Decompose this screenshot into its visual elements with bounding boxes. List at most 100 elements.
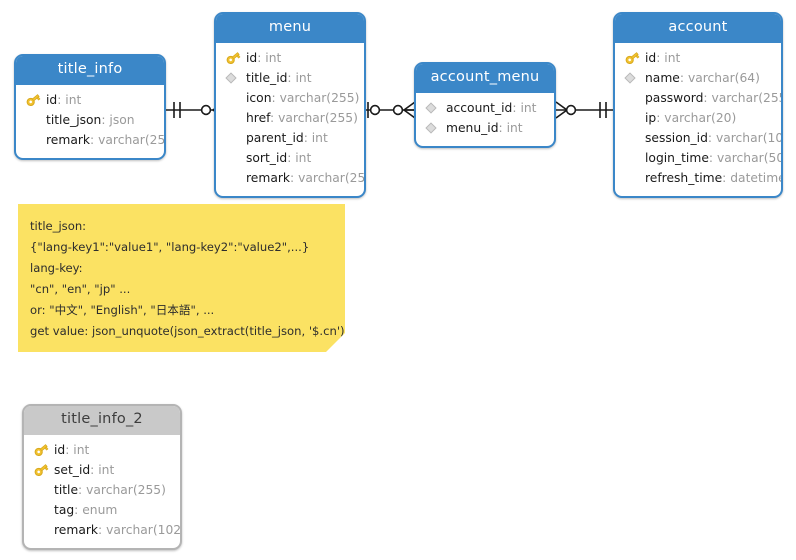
note-fold-corner xyxy=(326,333,345,352)
attribute-name: title xyxy=(54,482,79,497)
entity-account[interactable]: account id: int name: varchar(64) passwo… xyxy=(613,12,783,198)
attribute-name: remark xyxy=(246,170,291,185)
attribute-name: remark xyxy=(54,522,99,537)
attribute-type: int xyxy=(311,130,328,145)
attribute-name: id xyxy=(54,442,66,457)
attribute-type: json xyxy=(109,112,135,127)
attribute-type: int xyxy=(98,462,115,477)
attribute-row: sort_id: int xyxy=(246,150,312,165)
attribute-type: enum xyxy=(82,502,118,517)
attribute-row: login_time: varchar(50) xyxy=(623,148,781,168)
attribute-row: remark: varchar(255) xyxy=(224,168,364,188)
attribute-type: int xyxy=(664,50,681,65)
key-icon xyxy=(24,90,42,110)
key-icon xyxy=(32,440,50,460)
attribute-name: sort_id xyxy=(246,150,288,165)
attribute-type: int xyxy=(65,92,82,107)
attribute-name: remark xyxy=(46,132,91,147)
note-line: "cn", "en", "jp" ... xyxy=(30,282,131,296)
attribute-name: id xyxy=(246,50,258,65)
attribute-name: icon xyxy=(246,90,272,105)
attribute-row: title: varchar(255) xyxy=(54,482,166,497)
attribute-row: session_id: varchar(100) xyxy=(623,128,781,148)
attribute-row: set_id: int xyxy=(32,460,172,480)
attribute-name: login_time xyxy=(645,150,709,165)
attribute-type: varchar(100) xyxy=(715,130,783,145)
attribute-name: href xyxy=(246,110,271,125)
attribute-type: varchar(255) xyxy=(86,482,166,497)
attribute-type: varchar(20) xyxy=(664,110,737,125)
attribute-name: password xyxy=(645,90,704,105)
diamond-icon xyxy=(424,118,442,138)
attribute-row: ip: varchar(20) xyxy=(645,110,737,125)
attribute-name: set_id xyxy=(54,462,91,477)
attribute-type: varchar(255) xyxy=(298,170,366,185)
entity-menu[interactable]: menu id: int title_id: int icon: varchar… xyxy=(214,12,366,198)
attribute-row: id: int xyxy=(224,48,356,68)
attribute-name: tag xyxy=(54,502,75,517)
attribute-name: ip xyxy=(645,110,657,125)
attribute-row: refresh_time: datetime xyxy=(623,168,781,188)
attribute-row: id: int xyxy=(623,48,773,68)
attribute-row: name: varchar(64) xyxy=(623,68,773,88)
attribute-name: refresh_time xyxy=(645,170,723,185)
attribute-name: session_id xyxy=(645,130,708,145)
attribute-row: title_id: int xyxy=(224,68,356,88)
entity-title_info_2-attributes: id: int set_id: int title: varchar(255) … xyxy=(24,435,180,548)
key-icon xyxy=(623,48,641,68)
attribute-name: title_json xyxy=(46,112,102,127)
entity-title_info_2[interactable]: title_info_2 id: int set_id: int title: … xyxy=(22,404,182,550)
attribute-type: int xyxy=(506,120,523,135)
attribute-row: title_json: json xyxy=(46,112,135,127)
entity-account-attributes: id: int name: varchar(64) password: varc… xyxy=(615,43,781,196)
entity-account_menu[interactable]: account_menu account_id: int menu_id: in… xyxy=(414,62,556,148)
diamond-icon xyxy=(424,98,442,118)
relationship-menu-account_menu[interactable] xyxy=(365,99,416,121)
note-line: title_json: xyxy=(30,219,87,233)
attribute-name: id xyxy=(645,50,657,65)
entity-title_info_2-title: title_info_2 xyxy=(24,406,180,435)
attribute-type: int xyxy=(520,100,537,115)
attribute-row: account_id: int xyxy=(424,98,546,118)
attribute-name: name xyxy=(645,70,680,85)
note-line: or: "中文", "English", "日本語", ... xyxy=(30,303,215,317)
attribute-name: account_id xyxy=(446,100,513,115)
attribute-row: remark: varchar(255) xyxy=(24,130,164,150)
attribute-type: varchar(1024) xyxy=(106,522,182,537)
attribute-row: href: varchar(255) xyxy=(246,110,358,125)
entity-title_info[interactable]: title_info id: int title_json: json rema… xyxy=(14,54,166,160)
attribute-name: title_id xyxy=(246,70,288,85)
attribute-type: varchar(255) xyxy=(711,90,781,105)
attribute-name: id xyxy=(46,92,58,107)
attribute-type: varchar(64) xyxy=(687,70,760,85)
attribute-type: varchar(255) xyxy=(98,132,166,147)
note-line: {"lang-key1":"value1", "lang-key2":"valu… xyxy=(30,240,310,254)
entity-menu-attributes: id: int title_id: int icon: varchar(255)… xyxy=(216,43,364,196)
relationship-account_menu-account[interactable] xyxy=(555,99,614,121)
attribute-type: datetime xyxy=(730,170,783,185)
note-line: get value: json_unquote(json_extract(tit… xyxy=(30,324,345,338)
attribute-row: parent_id: int xyxy=(246,130,328,145)
note-title_json[interactable]: title_json: {"lang-key1":"value1", "lang… xyxy=(18,204,345,352)
attribute-type: int xyxy=(73,442,90,457)
entity-account_menu-attributes: account_id: int menu_id: int xyxy=(416,93,554,146)
attribute-row: password: varchar(255) xyxy=(623,88,781,108)
attribute-row: remark: varchar(1024) xyxy=(32,520,180,540)
attribute-type: int xyxy=(265,50,282,65)
entity-title_info-title: title_info xyxy=(16,56,164,85)
entity-menu-title: menu xyxy=(216,14,364,43)
attribute-type: int xyxy=(295,70,312,85)
attribute-type: varchar(255) xyxy=(279,90,360,105)
note-line: lang-key: xyxy=(30,261,83,275)
attribute-type: varchar(50) xyxy=(716,150,783,165)
attribute-row: tag: enum xyxy=(54,502,118,517)
attribute-type: varchar(255) xyxy=(278,110,358,125)
entity-title_info-attributes: id: int title_json: json remark: varchar… xyxy=(16,85,164,158)
entity-account_menu-title: account_menu xyxy=(416,64,554,93)
attribute-row: menu_id: int xyxy=(424,118,546,138)
entity-account-title: account xyxy=(615,14,781,43)
attribute-row: id: int xyxy=(32,440,172,460)
key-icon xyxy=(32,460,50,480)
attribute-type: int xyxy=(295,150,312,165)
